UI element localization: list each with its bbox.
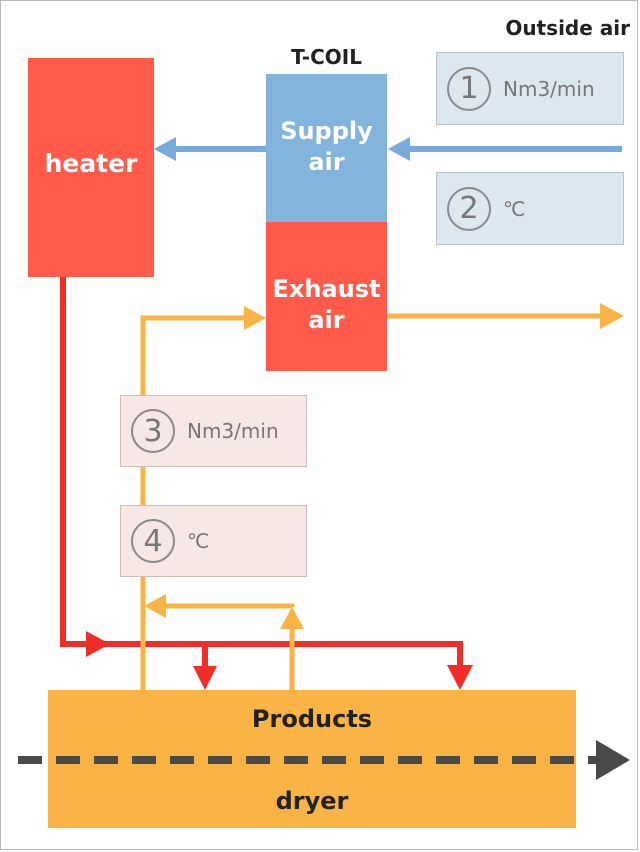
outside-air-label: Outside air bbox=[505, 16, 630, 40]
dryer-label: dryer bbox=[275, 787, 349, 815]
exhaust-out-arrowhead bbox=[600, 303, 624, 329]
heater-line bbox=[60, 277, 463, 670]
t-coil-label: T-COIL bbox=[291, 45, 362, 69]
meter-2-unit: ℃ bbox=[503, 196, 526, 221]
products-label: Products bbox=[251, 705, 373, 733]
meter-1-box: 1 Nm3/min bbox=[436, 52, 624, 125]
recirc-line bbox=[166, 603, 295, 609]
heater-label: heater bbox=[44, 148, 138, 178]
exhaust-air-label: Exhaust air bbox=[272, 274, 381, 334]
meter-1-number: 1 bbox=[447, 66, 491, 111]
outside-air-arrowhead bbox=[388, 137, 410, 161]
meter-4-unit: ℃ bbox=[187, 529, 210, 553]
meter-2-box: 2 ℃ bbox=[436, 172, 624, 245]
supply-air-arrowhead bbox=[154, 137, 176, 161]
meter-3-unit: Nm3/min bbox=[187, 419, 279, 443]
dryer-riser-arrowhead bbox=[280, 607, 304, 629]
heater-drop-arrowhead-1 bbox=[193, 666, 217, 690]
meter-2-number: 2 bbox=[447, 186, 491, 231]
exhaust-return-arrowhead bbox=[244, 306, 266, 330]
exhaust-air-box bbox=[266, 222, 387, 371]
heater-box bbox=[28, 58, 154, 277]
exhaust-return-line bbox=[140, 315, 246, 690]
recirc-arrowhead bbox=[144, 594, 166, 618]
meter-3-number: 3 bbox=[131, 409, 175, 453]
meter-1-unit: Nm3/min bbox=[503, 76, 595, 101]
heater-line-arrowhead bbox=[86, 631, 110, 657]
supply-air-box bbox=[266, 74, 387, 223]
heater-drop-arrowhead-2 bbox=[447, 665, 473, 690]
meter-4-number: 4 bbox=[131, 519, 175, 563]
conveyor-arrowhead bbox=[596, 740, 630, 780]
supply-air-label: Supply air bbox=[280, 116, 373, 176]
meter-4-box: 4 ℃ bbox=[120, 505, 307, 577]
meter-3-box: 3 Nm3/min bbox=[120, 395, 307, 467]
